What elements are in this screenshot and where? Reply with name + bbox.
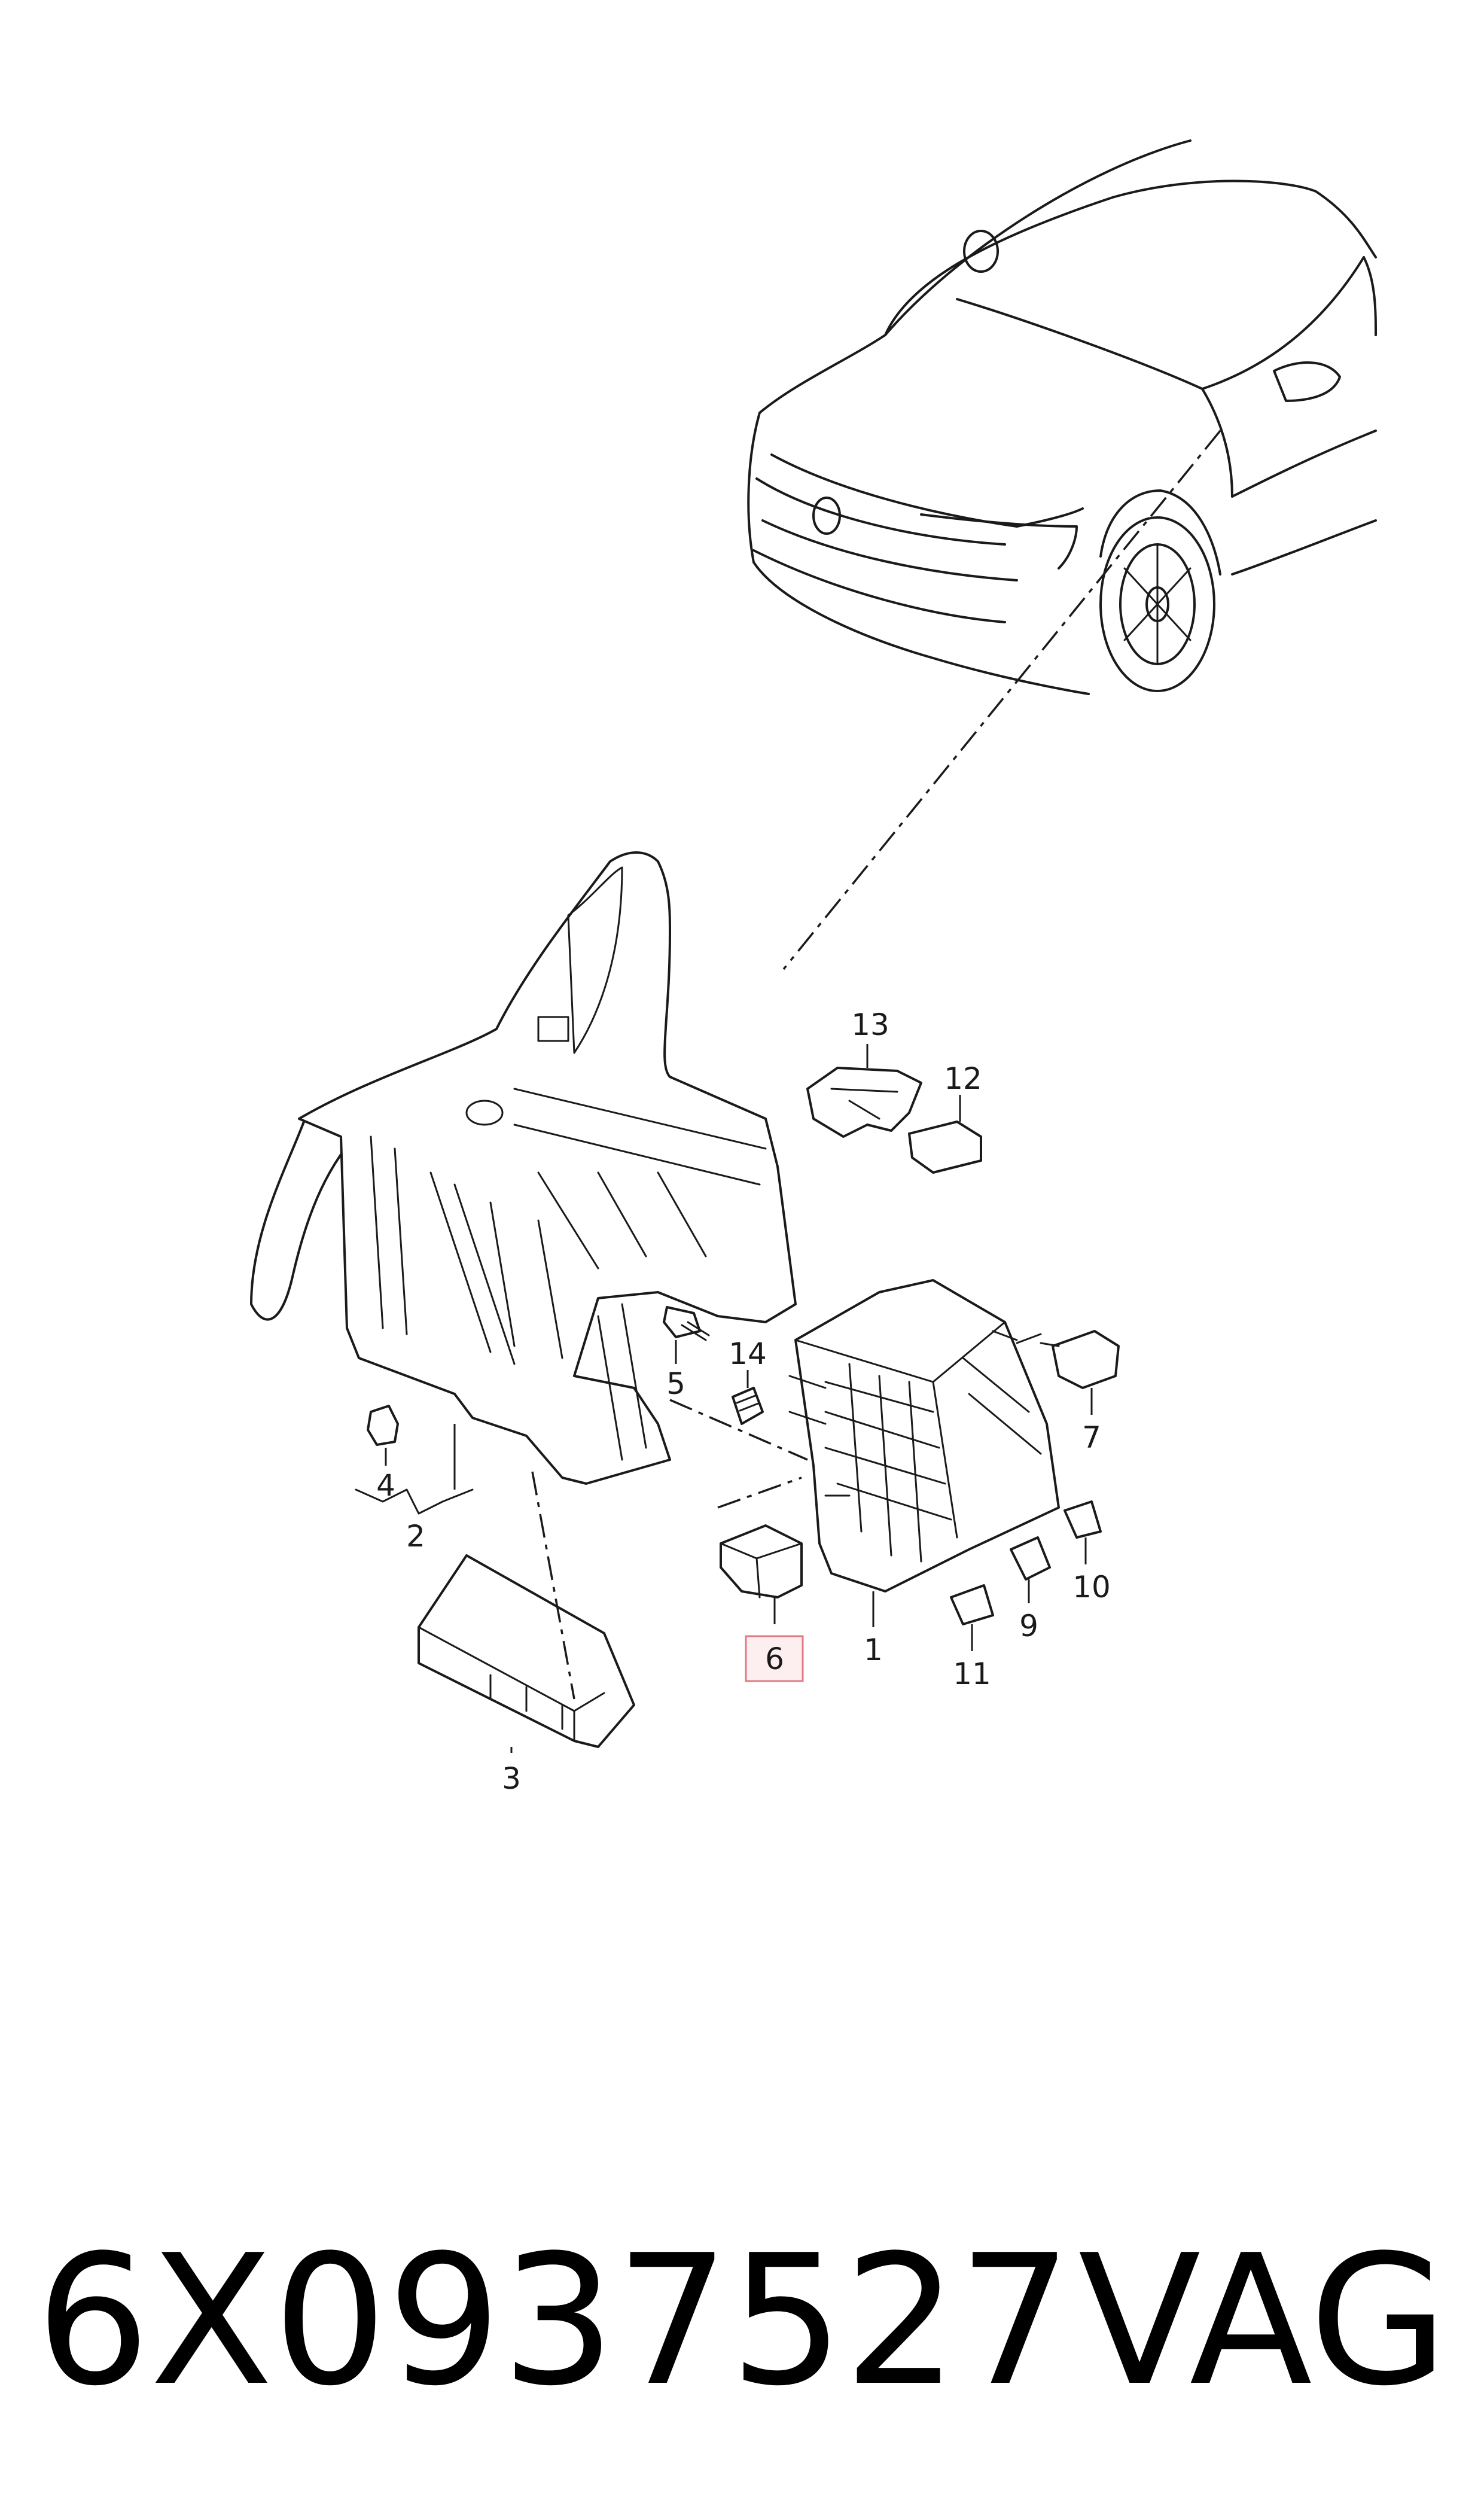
callout-7: 7 [1082, 1420, 1101, 1455]
part-number: 6X0937527 [36, 2216, 1072, 2425]
support-bracket [250, 851, 797, 1485]
callout-10: 10 [1072, 1570, 1111, 1604]
callout-6-highlight [745, 1635, 804, 1682]
part-5-bolt [663, 1306, 710, 1341]
callout-leaders [355, 1044, 1093, 1753]
relay-7-link [992, 1330, 1018, 1341]
brand-label: VAG [1078, 2216, 1448, 2425]
fusebox-leader [669, 1399, 808, 1509]
cover-leader [531, 1471, 575, 1700]
part-7-relay [1016, 1330, 1120, 1389]
part-1-fuse-box [788, 1279, 1060, 1593]
callout-1: 1 [864, 1633, 883, 1667]
part-12-relay [908, 1121, 982, 1174]
callout-14: 14 [729, 1336, 767, 1371]
part-3-cover [418, 1554, 635, 1748]
callout-9: 9 [1019, 1609, 1038, 1643]
callout-4: 4 [376, 1468, 395, 1503]
car-illustration [747, 139, 1377, 695]
callout-13: 13 [851, 1007, 889, 1042]
part-9-fuse [1010, 1536, 1051, 1581]
part-11-fuse [950, 1584, 994, 1625]
part-14-grommet [732, 1387, 764, 1425]
callout-11: 11 [953, 1657, 991, 1691]
callout-5: 5 [666, 1366, 685, 1401]
part-6-relay [720, 1524, 803, 1599]
callout-3: 3 [502, 1761, 521, 1796]
location-leader [782, 430, 1221, 970]
part-13-bracket [806, 1067, 922, 1138]
callout-6: 6 [765, 1642, 784, 1676]
part-10-fuse [1064, 1500, 1102, 1539]
part-4-clip [367, 1405, 399, 1446]
callout-2: 2 [406, 1519, 425, 1554]
callout-12: 12 [944, 1061, 982, 1096]
